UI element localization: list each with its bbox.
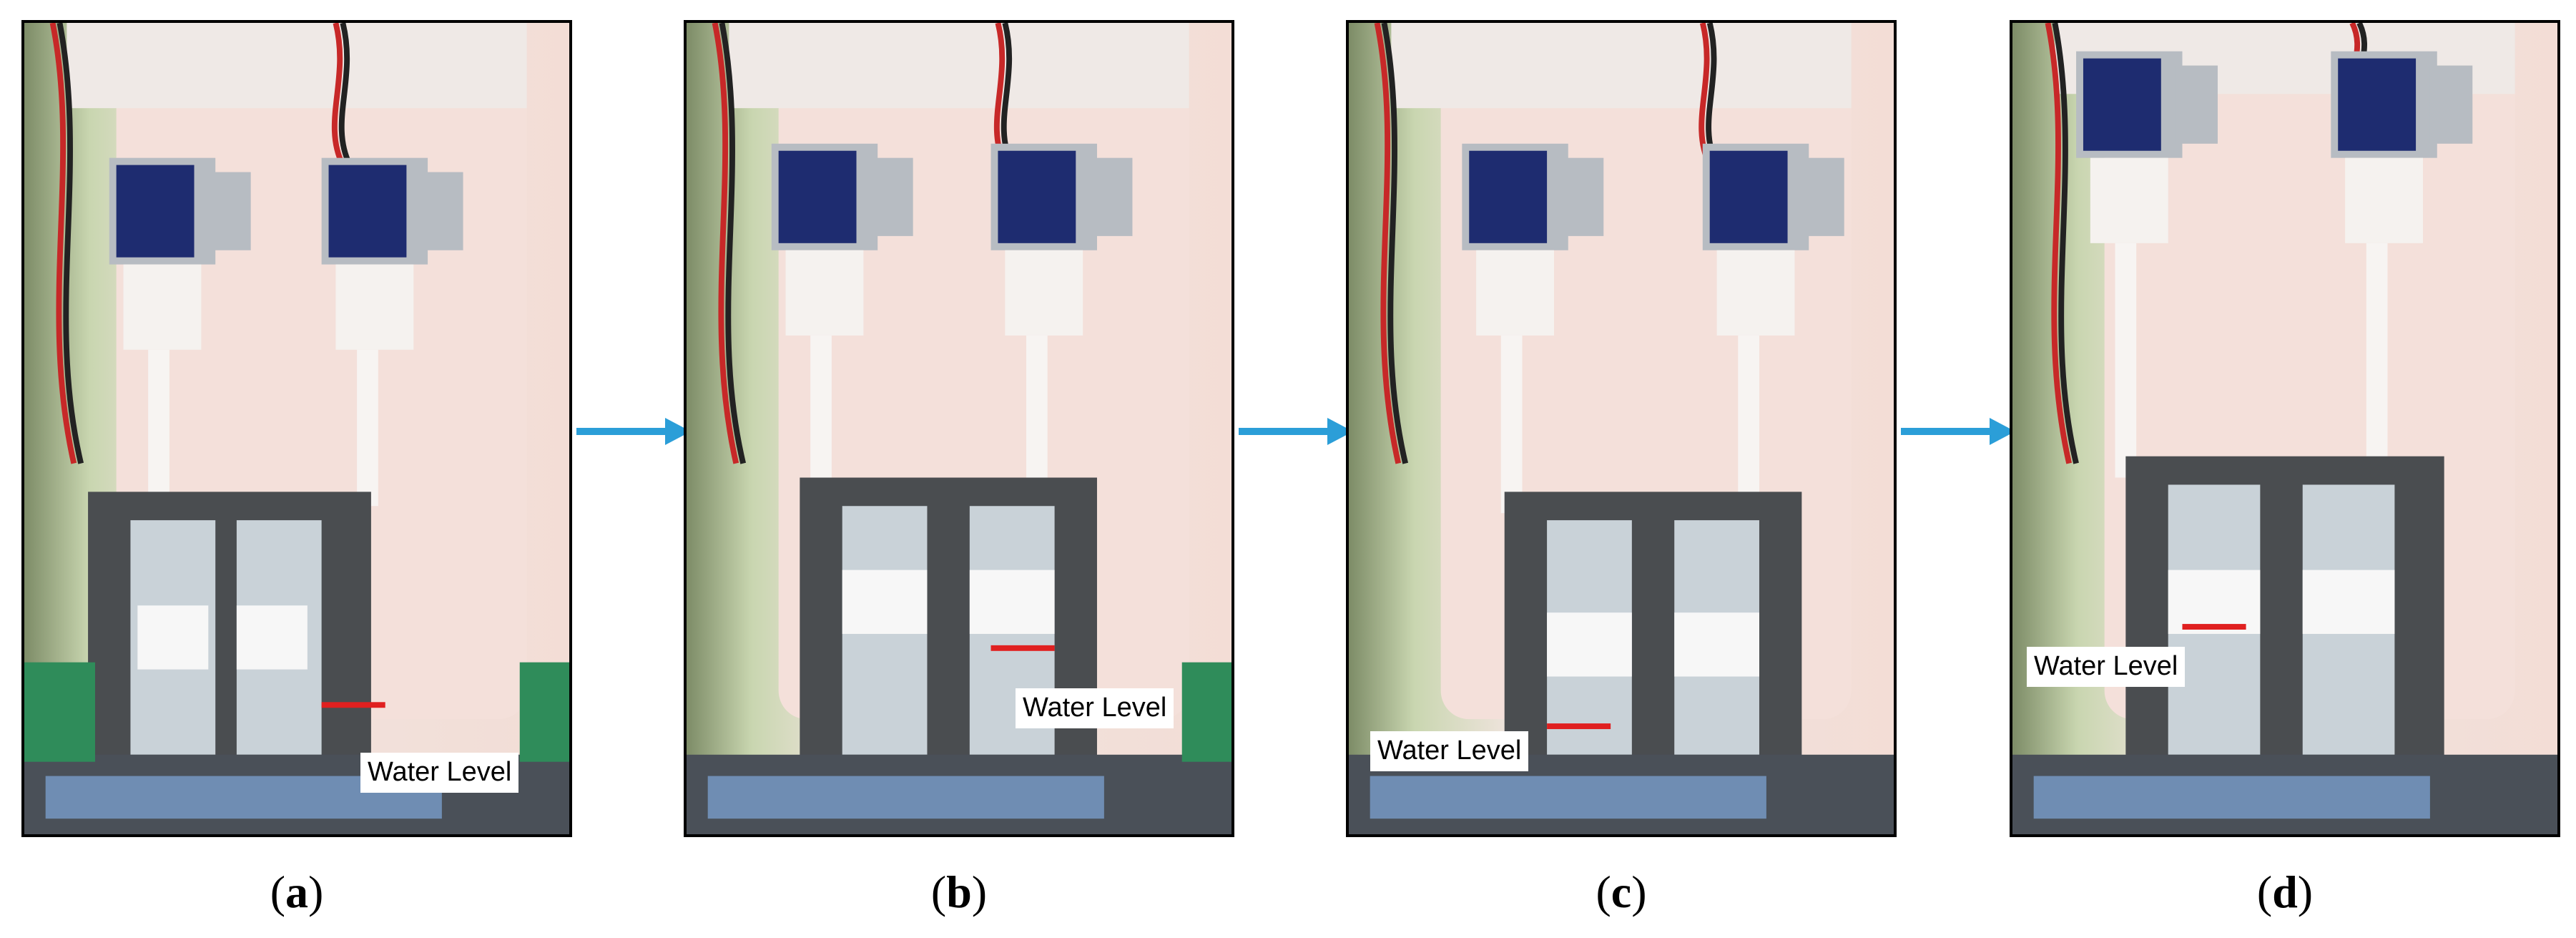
caption-c: (c) [1596, 866, 1647, 917]
water-level-marker [990, 645, 1055, 651]
solenoid-valve-icon [1462, 143, 1844, 250]
caption-d: (d) [2256, 866, 2314, 917]
water-level-label: Water Level [360, 753, 519, 793]
caption-b: (b) [930, 866, 988, 917]
solenoid-valve-icon [771, 143, 1133, 250]
solenoid-valve-icon [109, 157, 463, 265]
photo-panel-b: Water Level [684, 20, 1234, 837]
solenoid-valve-icon [2076, 51, 2473, 158]
right-arrow-icon [1901, 418, 2015, 445]
photo-panel-c: Water Level [1346, 20, 1897, 837]
water-level-marker [321, 702, 385, 708]
right-arrow-icon [576, 418, 691, 445]
water-level-label: Water Level [2027, 647, 2186, 687]
photo-a [24, 23, 569, 834]
water-level-marker [1547, 723, 1611, 730]
photo-panel-a: Water Level [21, 20, 572, 837]
water-level-label: Water Level [1370, 731, 1529, 771]
water-level-marker [2182, 624, 2246, 630]
photo-c [1349, 23, 1894, 834]
photo-panel-d: Water Level [2010, 20, 2560, 837]
caption-a: (a) [270, 866, 324, 917]
water-level-label: Water Level [1016, 688, 1174, 728]
photo-d [2012, 23, 2557, 834]
right-arrow-icon [1239, 418, 1353, 445]
